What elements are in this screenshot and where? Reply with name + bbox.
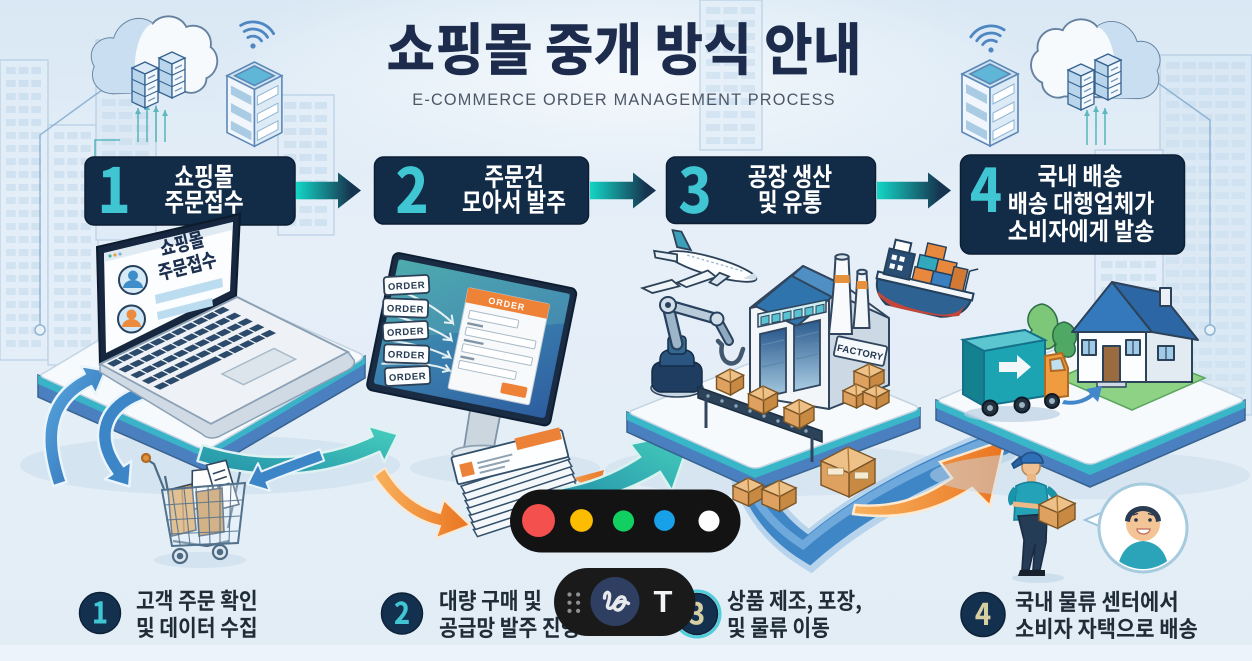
svg-text:ORDER: ORDER (388, 280, 426, 293)
svg-text:T: T (654, 584, 673, 619)
svg-text:ORDER: ORDER (388, 349, 426, 361)
svg-text:ORDER: ORDER (389, 371, 427, 384)
svg-text:E-COMMERCE ORDER MANAGEMENT PR: E-COMMERCE ORDER MANAGEMENT PROCESS (412, 91, 835, 109)
svg-text:ORDER: ORDER (387, 303, 425, 315)
svg-text:ORDER: ORDER (387, 326, 425, 339)
